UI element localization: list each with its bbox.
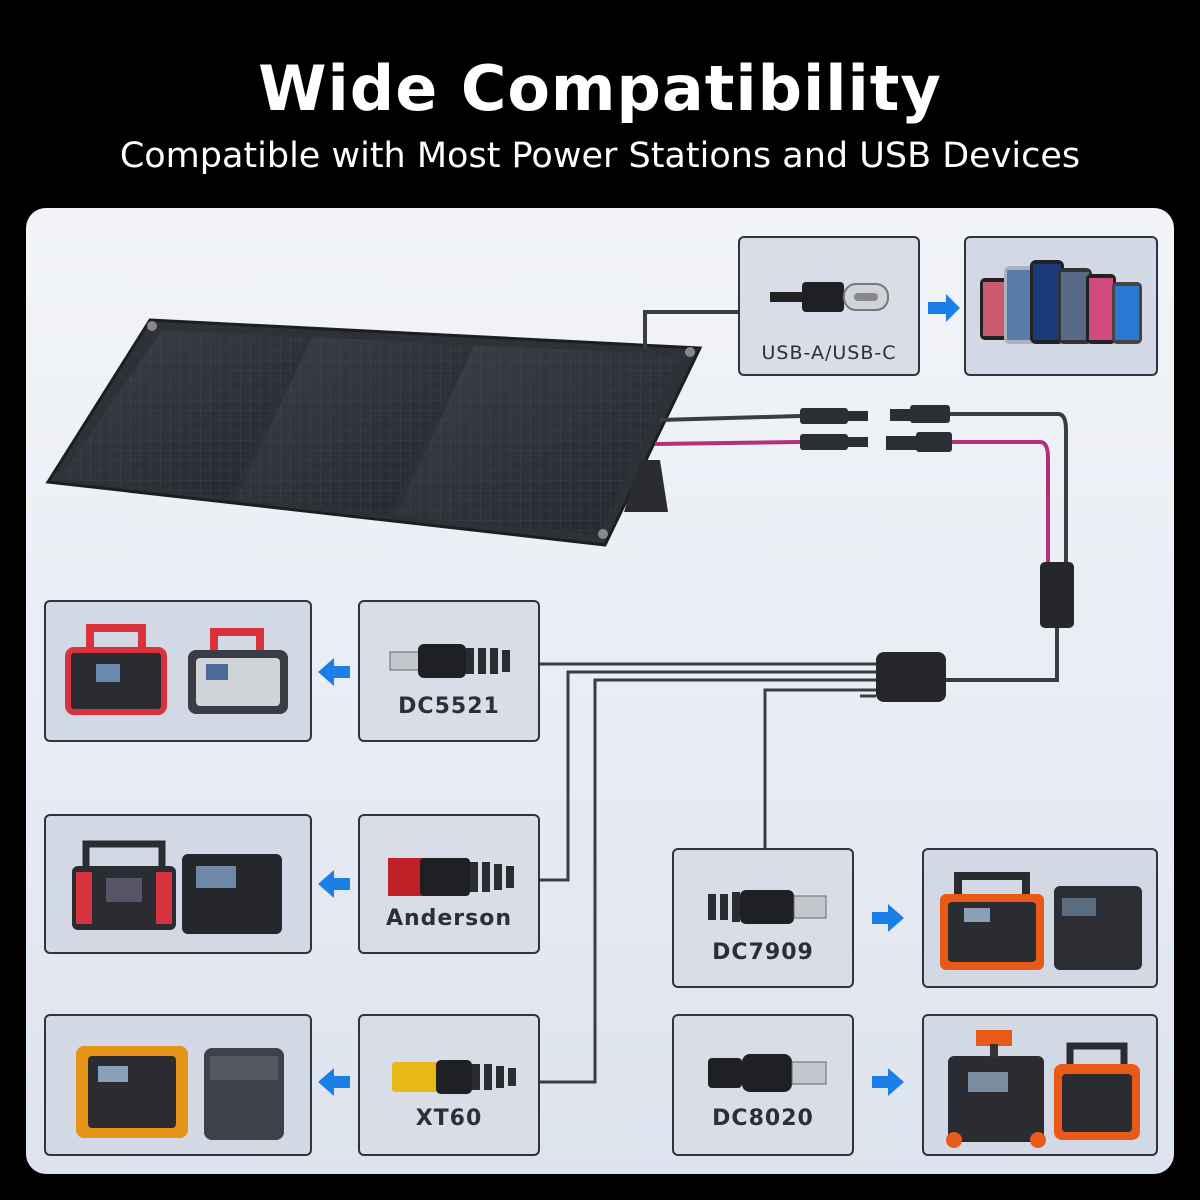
arrow-right-icon — [928, 294, 960, 322]
anderson-connector-box: Anderson — [358, 814, 540, 954]
arrow-right-icon — [872, 904, 904, 932]
anderson-plug-icon — [388, 858, 514, 896]
power-station-icon — [946, 1030, 1140, 1148]
anderson-devices-box — [44, 814, 312, 954]
usb-c-plug-icon — [770, 282, 889, 312]
solar-panel-icon — [45, 318, 703, 547]
power-station-icon — [65, 624, 288, 715]
dc5521-label: DC5521 — [398, 694, 500, 719]
arrow-right-icon — [872, 1068, 904, 1096]
power-station-icon — [72, 840, 282, 934]
dc8020-connector-box: DC8020 — [672, 1014, 854, 1156]
usb-devices-box — [964, 236, 1158, 376]
page-subtitle: Compatible with Most Power Stations and … — [119, 136, 1081, 176]
dc5521-devices-box — [44, 600, 312, 742]
dc5521-connector-box: DC5521 — [358, 600, 540, 742]
xt60-plug-icon — [392, 1060, 516, 1094]
dc7909-devices-box — [922, 848, 1158, 988]
xt60-connector-box: XT60 — [358, 1014, 540, 1156]
usb-label: USB-A/USB-C — [761, 342, 897, 364]
dc8020-devices-box — [922, 1014, 1158, 1156]
arrow-left-icon — [318, 1068, 350, 1096]
arrow-left-icon — [318, 870, 350, 898]
xt60-label: XT60 — [415, 1106, 483, 1131]
xt60-devices-box — [44, 1014, 312, 1156]
power-station-icon — [940, 872, 1142, 970]
page-title: Wide Compatibility — [258, 52, 942, 125]
arrow-left-icon — [318, 658, 350, 686]
dc8020-plug-icon — [708, 1054, 827, 1092]
usb-connector-box: USB-A/USB-C — [738, 236, 920, 376]
dc8020-label: DC8020 — [712, 1106, 814, 1131]
dc7909-connector-box: DC7909 — [672, 848, 854, 988]
anderson-label: Anderson — [385, 906, 513, 931]
dc5521-plug-icon — [389, 644, 510, 678]
phones-icon — [980, 260, 1142, 344]
power-station-icon — [76, 1046, 284, 1140]
dc7909-label: DC7909 — [712, 940, 814, 965]
dc7909-plug-icon — [708, 890, 827, 924]
